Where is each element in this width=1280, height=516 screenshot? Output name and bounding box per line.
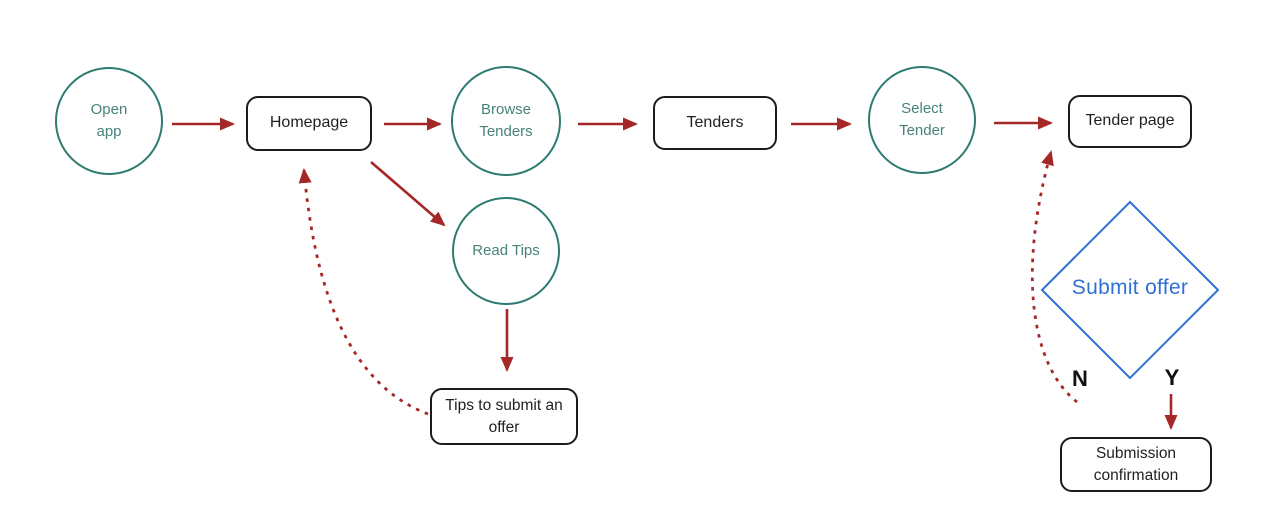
node-open-app-label: Open app [90, 101, 128, 140]
node-submission-confirmation: Submission confirmation [1060, 437, 1212, 492]
node-read-tips: Read Tips [452, 197, 560, 305]
edge-homepage-to-read-tips [370, 161, 446, 227]
node-select-tender-label: Select Tender [899, 100, 945, 139]
node-tender-page-label: Tender page [1085, 112, 1175, 130]
edge-no-to-tender-page-dashed [1031, 150, 1078, 404]
node-tender-page: Tender page [1068, 95, 1192, 148]
node-browse-tenders: Browse Tenders [451, 66, 561, 176]
node-tenders-label: Tenders [686, 113, 744, 131]
node-homepage: Homepage [246, 96, 372, 151]
node-browse-tenders-label: Browse Tenders [479, 101, 533, 140]
submit-offer-diamond [1040, 200, 1220, 380]
node-homepage-label: Homepage [269, 114, 349, 132]
edge-tips-box-to-homepage-dashed [298, 168, 429, 416]
node-tips-to-submit-label: Tips to submit an offer [445, 396, 563, 436]
node-tips-to-submit: Tips to submit an offer [430, 388, 578, 445]
decision-label-no: N [1072, 366, 1088, 391]
node-submit-offer-label: Submit offer [1071, 276, 1189, 299]
node-tenders: Tenders [653, 96, 777, 150]
decision-label-yes: Y [1164, 365, 1180, 390]
node-open-app: Open app [55, 67, 163, 175]
node-select-tender: Select Tender [868, 66, 976, 174]
node-submission-confirmation-label: Submission confirmation [1093, 444, 1179, 484]
node-read-tips-label: Read Tips [472, 242, 540, 260]
